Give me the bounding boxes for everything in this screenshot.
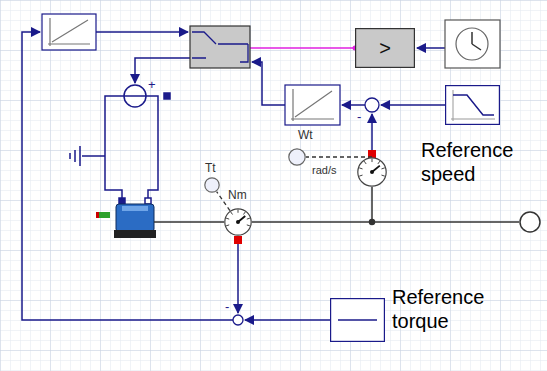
voltage-source [164, 93, 170, 99]
voltage-source [145, 198, 151, 204]
output-port-shape [204, 177, 220, 193]
constant-block: Reference torque [330, 298, 385, 342]
switch-block [190, 26, 250, 68]
dc-motor [116, 204, 154, 232]
voltage-source [119, 198, 125, 204]
ramp-block: Reference speed [445, 85, 500, 125]
output-port: Wt [288, 148, 306, 166]
output-port-label: Wt [298, 128, 316, 142]
clock-block [472, 32, 481, 50]
signal-wires [96, 31, 188, 33]
mechanical-shaft [520, 212, 540, 232]
dc-motor [96, 212, 99, 218]
sensor-port [234, 236, 242, 244]
mechanical-shaft [154, 187, 540, 232]
speed-sensor-shape [358, 158, 386, 186]
voltage-source [146, 96, 158, 202]
switch-block [192, 32, 248, 58]
pid-block [42, 14, 340, 125]
constant-block-shape [331, 299, 385, 342]
signal-wires [22, 32, 445, 320]
signal-connector [306, 156, 372, 157]
ramp-block-shape [453, 95, 494, 115]
ramp-block-shape [445, 85, 500, 125]
dc-motor [98, 212, 110, 218]
speed-sensor-shape [370, 170, 374, 174]
speed-sensor-shape [357, 157, 387, 187]
clock-block [456, 28, 488, 60]
voltage-source [124, 85, 146, 107]
signal-wires [135, 58, 190, 83]
dc-motor [114, 230, 156, 238]
ramp-block-shape [451, 90, 495, 121]
speed-sensor: rad/s [357, 157, 387, 187]
torque-sensor-shape [226, 209, 250, 225]
voltage-source [124, 95, 146, 97]
switch-block [190, 26, 250, 68]
torque-sensor: Nm [224, 208, 252, 236]
clock-block [445, 20, 500, 68]
mechanical-shaft [252, 221, 519, 223]
torque-sensor-shape [225, 209, 251, 235]
constant-block-label: Reference torque [392, 285, 502, 333]
pid-block [285, 85, 340, 125]
sensor-port [234, 150, 376, 244]
voltage-source [105, 96, 124, 202]
torque-sensor-label: Nm [228, 188, 256, 202]
pid-block [291, 89, 334, 121]
clock-block [445, 20, 500, 68]
sign-label: - [225, 300, 229, 313]
pid-block [42, 14, 96, 50]
voltage-source [70, 85, 170, 204]
output-port: Tt [204, 177, 220, 193]
torque-sensor-shape [236, 220, 240, 224]
signal-wires [342, 104, 365, 106]
signal-wires [381, 104, 445, 106]
comparator-block-shape [356, 29, 415, 68]
signal-wires [22, 32, 233, 320]
torque-sensor-shape [224, 208, 252, 236]
signal-wires [237, 244, 239, 313]
switch-block [240, 44, 248, 62]
mechanical-shaft [371, 187, 373, 222]
dc-motor [122, 206, 148, 211]
adder-symbol [233, 98, 379, 325]
output-port-label: Tt [205, 161, 221, 175]
signal-wires [252, 62, 285, 105]
voltage-source [70, 146, 80, 166]
constant-block-shape [330, 298, 385, 342]
ramp-block-label: Reference speed [421, 138, 543, 186]
signal-wires [417, 47, 445, 49]
comparator-block-label: > [355, 28, 415, 68]
signal-connector [217, 192, 230, 211]
constant-block-shape [338, 319, 377, 321]
sign-label: + [148, 78, 156, 91]
adder-symbol [233, 315, 243, 325]
voltage-source [82, 155, 105, 157]
sensor-port [368, 150, 376, 158]
comparator-block: > [355, 28, 415, 68]
mechanical-shaft [370, 220, 375, 225]
sign-label: - [357, 110, 361, 123]
output-port-shape [205, 178, 219, 192]
speed-sensor-label: rad/s [312, 164, 342, 177]
output-port-shape [289, 149, 305, 165]
speed-sensor-shape [359, 159, 385, 177]
pid-block [48, 18, 90, 46]
dc-motor [96, 204, 156, 238]
output-port-shape [288, 148, 306, 166]
ramp-block-shape [446, 86, 500, 125]
signal-wires [371, 114, 373, 151]
adder-symbol [365, 98, 379, 112]
signal-wires [245, 319, 330, 321]
mechanical-shaft [154, 221, 224, 223]
